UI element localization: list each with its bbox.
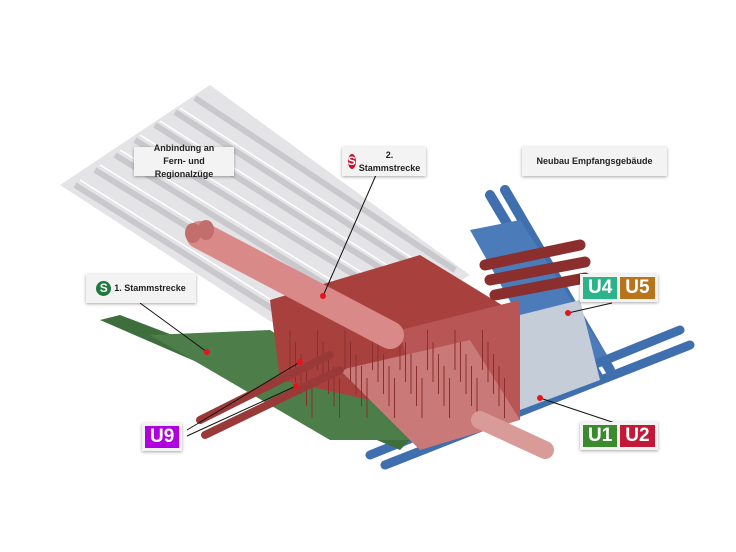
label-u1-u2: U1 U2 [580, 422, 658, 450]
label-u9: U9 [142, 423, 183, 451]
label-u4-u5: U4 U5 [580, 274, 658, 302]
callout-dots [204, 293, 571, 401]
line-badge-u9: U9 [145, 426, 180, 448]
label-line1: Anbindung an [153, 143, 215, 153]
s-bahn-icon: S [347, 154, 356, 169]
line-badge-u5: U5 [620, 277, 655, 299]
label-text: 2. Stammstrecke [358, 149, 421, 173]
line-badge-u1: U1 [583, 425, 618, 447]
callout-lines [139, 174, 616, 437]
line-badge-u4: U4 [583, 277, 618, 299]
s2-tunnel [185, 220, 404, 349]
label-1-stammstrecke: S 1. Stammstrecke [86, 274, 196, 303]
s-bahn-icon: S [96, 281, 112, 296]
line-badge-u2: U2 [620, 425, 655, 447]
label-fern-regional: Anbindung an Fern- und Regionalzüge [134, 143, 234, 179]
label-line2: Fern- und Regionalzüge [154, 156, 214, 179]
label-2-stammstrecke: S 2. Stammstrecke [342, 147, 426, 176]
label-empfangsgebaeude: Neubau Empfangsgebäude [522, 147, 667, 176]
label-text: Neubau Empfangsgebäude [536, 156, 653, 166]
label-text: 1. Stammstrecke [114, 283, 186, 293]
